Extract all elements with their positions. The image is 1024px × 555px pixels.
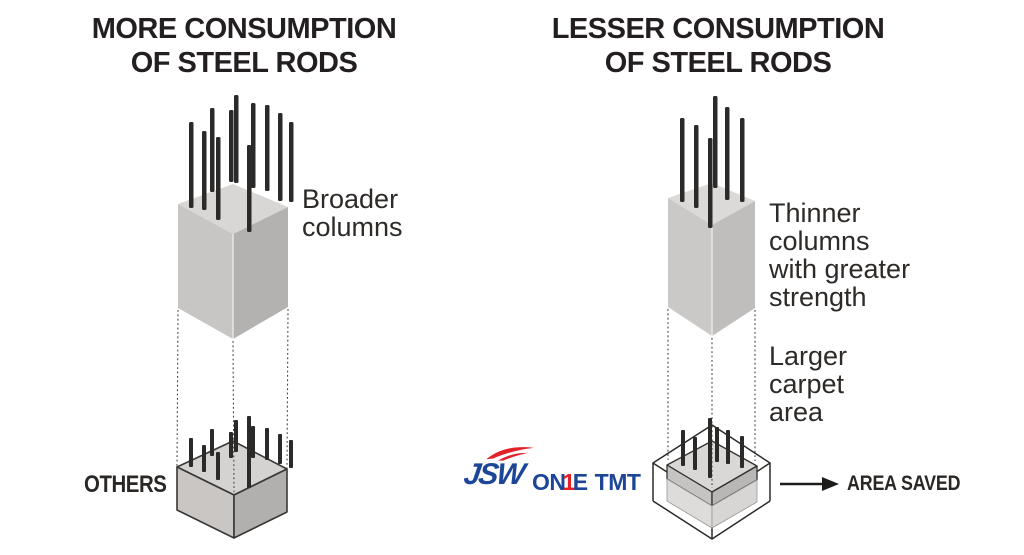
- projection-line: [286, 308, 289, 469]
- projection-line: [232, 340, 235, 493]
- thin-column: [668, 183, 755, 336]
- left-title-line: MORE CONSUMPTION: [91, 13, 397, 45]
- logo-red-one-glyph: 1: [562, 469, 576, 495]
- steel-rod: [680, 118, 685, 202]
- steel-rod: [251, 103, 256, 188]
- steel-rod: [202, 131, 207, 210]
- steel-rod: [210, 108, 215, 192]
- left-panel-title: MORE CONSUMPTION OF STEEL RODS: [57, 12, 431, 80]
- left-title-line: OF STEEL RODS: [130, 47, 358, 79]
- steel-rod: [210, 429, 214, 456]
- right-title-line: LESSER CONSUMPTION: [551, 13, 885, 45]
- steel-rod: [289, 122, 294, 202]
- steel-rod: [726, 430, 730, 464]
- steel-rod: [189, 122, 194, 208]
- steel-rod: [216, 137, 221, 220]
- steel-rod: [247, 416, 251, 488]
- swoosh-upper-stroke: [486, 447, 534, 460]
- steel-rod: [251, 426, 255, 458]
- steel-rod: [278, 113, 283, 201]
- jsw-swoosh-icon: [486, 447, 534, 461]
- steel-rod: [229, 432, 233, 458]
- projection-line: [176, 309, 179, 467]
- right-panel-title: LESSER CONSUMPTION OF STEEL RODS: [531, 12, 905, 80]
- logo-on-text: ON: [532, 469, 566, 495]
- steel-rod: [694, 125, 699, 208]
- steel-rod: [216, 452, 220, 480]
- column-right-face: [712, 201, 755, 336]
- arrow-head: [822, 477, 839, 491]
- steel-rod: [708, 418, 712, 478]
- swoosh-lower-stroke: [498, 452, 528, 461]
- body-right-face: [711, 479, 758, 529]
- label-line: carpet: [769, 369, 845, 399]
- steel-rod: [234, 420, 238, 452]
- logo-jsw-text: JSW: [461, 458, 526, 491]
- steel-rod: [247, 145, 252, 232]
- column-left-face: [178, 204, 233, 339]
- larger-carpet-area-label: Larger carpet area: [769, 342, 847, 426]
- thin-column-rods: [680, 96, 745, 228]
- label-line: columns: [302, 212, 403, 242]
- label-line: Broader: [302, 184, 399, 214]
- others-footing-rods: [189, 416, 293, 488]
- steel-rod: [265, 105, 270, 191]
- steel-rod: [725, 107, 730, 200]
- footing-right-face: [233, 468, 288, 539]
- area-saved-arrow: [780, 477, 839, 491]
- jsw-footing-rods: [681, 418, 744, 478]
- steel-rod: [740, 436, 744, 468]
- steel-rod: [189, 438, 193, 467]
- left-projection-lines: [176, 308, 289, 493]
- steel-rod: [740, 118, 745, 202]
- steel-rod: [278, 434, 282, 464]
- steel-rod: [693, 437, 697, 470]
- broader-columns-label: Broader columns: [302, 185, 403, 241]
- steel-rod: [713, 96, 718, 188]
- steel-rod: [265, 428, 269, 460]
- logo-e-text: E: [572, 469, 588, 495]
- others-label: OTHERS: [84, 471, 167, 498]
- steel-rod: [202, 445, 206, 472]
- area-saved-label: AREA SAVED: [847, 472, 961, 495]
- label-line: columns: [769, 226, 870, 256]
- steel-rod: [289, 440, 293, 468]
- steel-rod: [708, 138, 713, 228]
- column-right-face: [233, 207, 288, 339]
- label-line: strength: [769, 282, 867, 312]
- label-line: area: [769, 397, 824, 427]
- broad-column-rods: [189, 95, 294, 232]
- steel-rod: [715, 427, 719, 462]
- label-line: Larger: [769, 341, 848, 371]
- steel-rod: [234, 95, 239, 183]
- right-title-line: OF STEEL RODS: [604, 47, 832, 79]
- label-line: Thinner: [769, 198, 861, 228]
- wireframe-bottom-edges: [652, 500, 771, 540]
- broad-column: [178, 184, 288, 339]
- logo-tmt-text: TMT: [594, 469, 641, 495]
- steel-rod: [681, 430, 685, 466]
- thinner-columns-label: Thinner columns with greater strength: [769, 199, 910, 311]
- column-left-face: [668, 198, 712, 336]
- steel-rod: [229, 110, 234, 182]
- label-line: with greater: [769, 254, 911, 284]
